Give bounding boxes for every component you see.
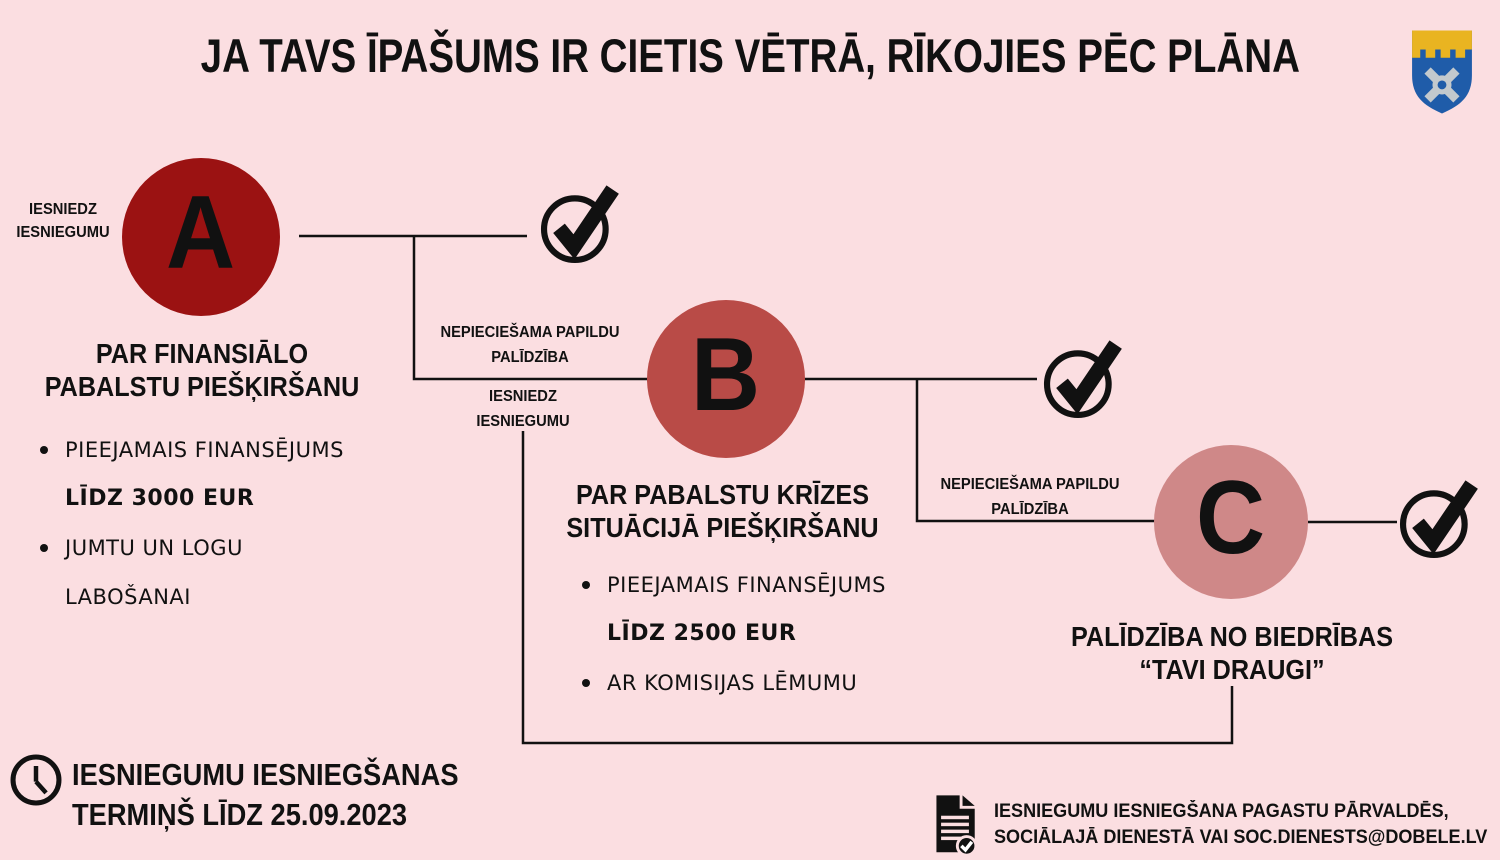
submission-line1: IESNIEGUMU IESNIEGŠANA PAGASTU PĀRVALDĒS… xyxy=(994,801,1449,822)
check-circle-icon xyxy=(1399,480,1478,559)
bullet-dot-icon xyxy=(582,678,590,687)
list-item: LĪDZ 3000 EUR xyxy=(65,486,255,511)
page-title: JA TAVS ĪPAŠUMS IR CIETIS VĒTRĀ, RĪKOJIE… xyxy=(0,28,1500,83)
bullet-dot-icon xyxy=(40,543,48,552)
bullet-dot-icon xyxy=(40,445,48,454)
circle-c-letter: C xyxy=(1196,460,1266,576)
list-item: PIEEJAMAIS FINANSĒJUMS xyxy=(582,560,886,609)
circle-b: B xyxy=(647,300,805,458)
list-item: PIEEJAMAIS FINANSĒJUMS xyxy=(40,425,344,474)
heading-a: PAR FINANSIĀLO PABALSTU PIEŠĶIRŠANU xyxy=(44,338,360,402)
circle-c: C xyxy=(1154,445,1308,599)
label-a-iesniedz-iesniegumu: IESNIEDZ IESNIEGUMU xyxy=(0,198,126,244)
list-item: AR KOMISIJAS LĒMUMU xyxy=(582,658,886,707)
list-item: LĪDZ 2500 EUR xyxy=(607,621,797,646)
document-check-icon xyxy=(936,795,978,857)
circle-a-letter: A xyxy=(166,175,236,291)
page-title-text: JA TAVS ĪPAŠUMS IR CIETIS VĒTRĀ, RĪKOJIE… xyxy=(200,29,1300,82)
list-item: JUMTU UN LOGU xyxy=(40,523,344,572)
deadline-line1: IESNIEGUMU IESNIEGŠANAS xyxy=(72,757,459,792)
check-circle-icon xyxy=(540,185,619,264)
heading-c: PALĪDZĪBA NO BIEDRĪBAS “TAVI DRAUGI” xyxy=(1070,621,1394,685)
bullet-list-a: PIEEJAMAIS FINANSĒJUMS LĪDZ 3000 EUR JUM… xyxy=(40,425,344,621)
deadline-line2: TERMIŅŠ LĪDZ 25.09.2023 xyxy=(72,797,408,832)
submission-line2: SOCIĀLAJĀ DIENESTĀ VAI SOC.DIENESTS@DOBE… xyxy=(994,827,1488,848)
connector-ab-top-label: NEPIECIEŠAMA PAPILDU PALĪDZĪBA xyxy=(440,324,620,366)
deadline-note: IESNIEGUMU IESNIEGŠANAS TERMIŅŠ LĪDZ 25.… xyxy=(72,755,511,835)
list-item: LABOŠANAI xyxy=(65,584,191,609)
connector-bc-label: NEPIECIEŠAMA PAPILDU PALĪDZĪBA xyxy=(940,476,1120,518)
clock-icon xyxy=(10,754,62,806)
circle-a: A xyxy=(122,158,280,316)
bullet-list-b: PIEEJAMAIS FINANSĒJUMS LĪDZ 2500 EUR AR … xyxy=(582,560,886,707)
heading-b: PAR PABALSTU KRĪZES SITUĀCIJĀ PIEŠĶIRŠAN… xyxy=(566,479,879,543)
label-a-text: IESNIEDZ IESNIEGUMU xyxy=(16,201,110,241)
connector-ab-bottom-label: IESNIEDZ IESNIEGUMU xyxy=(476,388,570,430)
dobele-logo xyxy=(1408,26,1476,118)
bullet-dot-icon xyxy=(582,580,590,589)
submission-note: IESNIEGUMU IESNIEGŠANA PAGASTU PĀRVALDĒS… xyxy=(994,799,1500,851)
circle-b-letter: B xyxy=(691,317,761,433)
coat-of-arms-icon xyxy=(1412,30,1472,114)
check-circle-icon xyxy=(1043,340,1122,419)
